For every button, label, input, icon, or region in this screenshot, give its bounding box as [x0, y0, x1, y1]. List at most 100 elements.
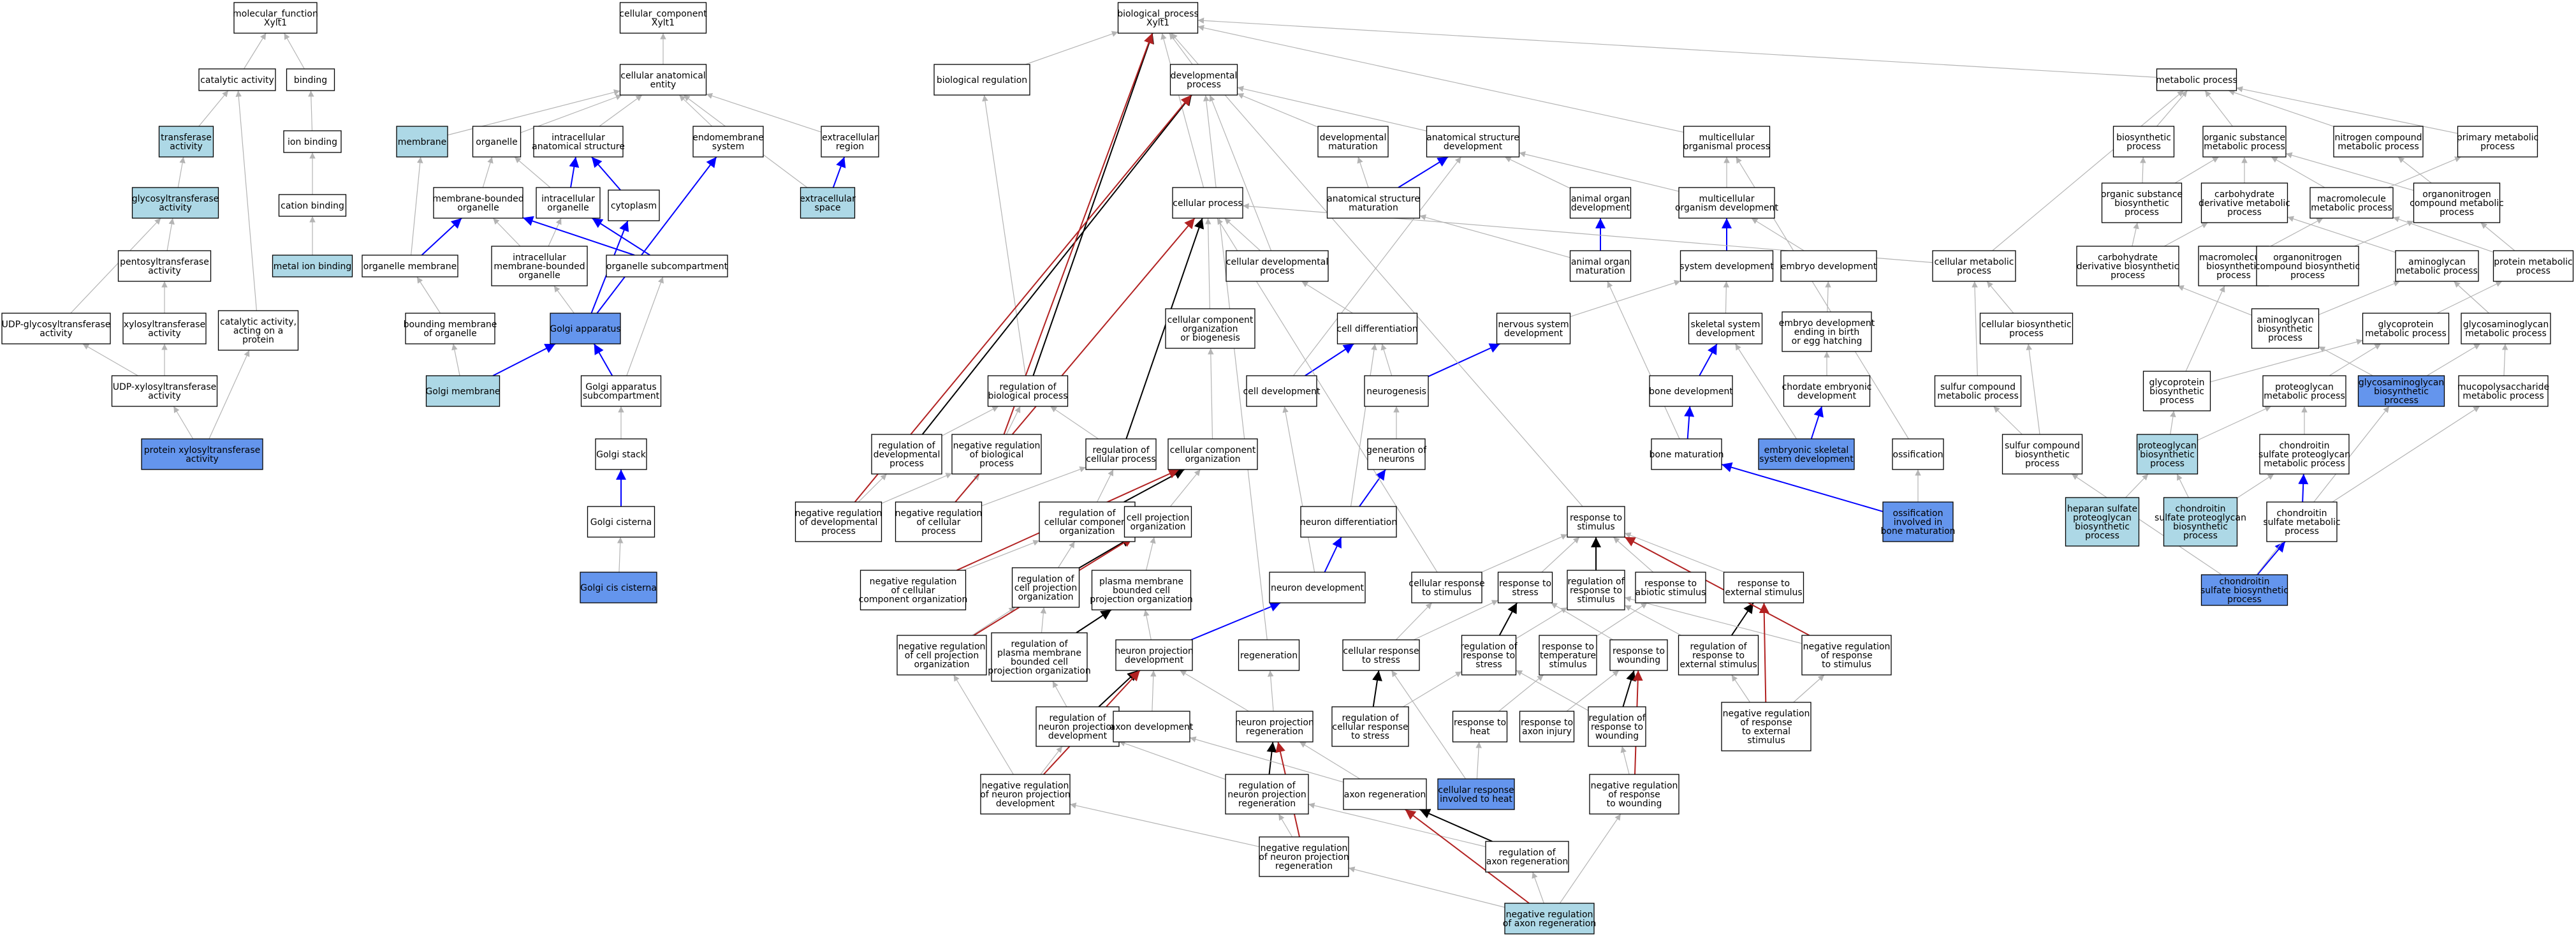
term-node-breg[interactable]: biological regulation [933, 64, 1030, 96]
term-node-axregen[interactable]: axon regeneration [1343, 778, 1427, 810]
term-node-mem[interactable]: membrane [396, 126, 448, 158]
term-node-cdiff[interactable]: cell differentiation [1336, 313, 1418, 344]
term-node-cdev[interactable]: cell development [1243, 375, 1321, 407]
term-node-bm[interactable]: bone maturation [1649, 438, 1724, 470]
term-node-osub[interactable]: organelle subcompartment [606, 255, 728, 277]
term-node-cyto[interactable]: cytoplasm [608, 189, 660, 221]
term-node-axdev[interactable]: axon development [1110, 711, 1194, 743]
term-node-gm[interactable]: Golgi membrane [425, 375, 501, 407]
term-node-ed[interactable]: embryo development [1780, 250, 1877, 282]
term-node-bd[interactable]: bone development [1649, 375, 1733, 407]
term-node-mp[interactable]: metabolic process [2156, 68, 2237, 91]
term-node-om[interactable]: organelle membrane [362, 255, 458, 277]
term-node-mib[interactable]: metal ion binding [272, 255, 353, 277]
term-node-ndiff[interactable]: neuron differentiation [1300, 506, 1397, 538]
term-node-ndev[interactable]: neuron development [1269, 572, 1366, 603]
term-node-gs[interactable]: Golgi stack [595, 438, 647, 470]
term-node-bind[interactable]: binding [286, 68, 335, 91]
term-node-gc[interactable]: Golgi cisterna [587, 506, 655, 538]
term-node-sd[interactable]: system development [1680, 250, 1774, 282]
term-node-ga[interactable]: Golgi apparatus [550, 313, 621, 344]
term-node-org[interactable]: organelle [472, 126, 522, 158]
term-node-cp[interactable]: cellular process [1172, 187, 1243, 219]
term-node-ossif[interactable]: ossification [1892, 438, 1944, 470]
